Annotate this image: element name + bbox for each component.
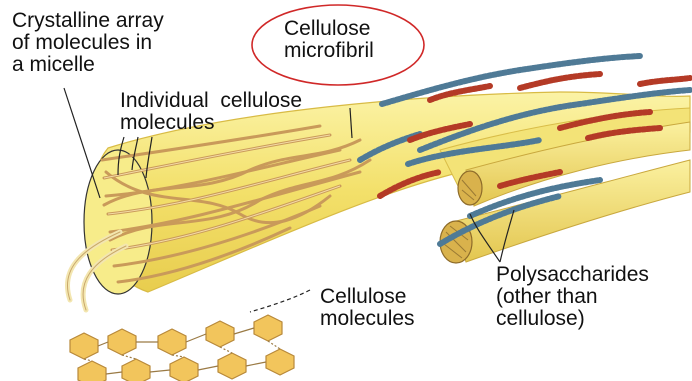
label-line: Crystalline array bbox=[12, 10, 164, 32]
label-line: Cellulose bbox=[284, 18, 374, 40]
label-line: molecules bbox=[120, 112, 302, 134]
label-line: Cellulose bbox=[320, 286, 415, 308]
label-cellulose-molecules: Cellulose molecules bbox=[320, 286, 415, 330]
label-individual-molecules: Individual cellulose molecules bbox=[120, 90, 302, 134]
label-cellulose-microfibril: Cellulose microfibril bbox=[284, 18, 374, 62]
label-line: of molecules in bbox=[12, 32, 164, 54]
label-line: a micelle bbox=[12, 54, 164, 76]
rod-upper-end bbox=[458, 171, 482, 205]
label-line: (other than bbox=[496, 286, 649, 308]
label-crystalline-array: Crystalline array of molecules in a mice… bbox=[12, 10, 164, 76]
label-line: molecules bbox=[320, 308, 415, 330]
label-polysaccharides: Polysaccharides (other than cellulose) bbox=[496, 264, 649, 330]
label-line: microfibril bbox=[284, 40, 374, 62]
label-line: Polysaccharides bbox=[496, 264, 649, 286]
label-line: Individual cellulose bbox=[120, 90, 302, 112]
glucose-hexagon-chain bbox=[70, 315, 294, 381]
label-line: cellulose) bbox=[496, 308, 649, 330]
